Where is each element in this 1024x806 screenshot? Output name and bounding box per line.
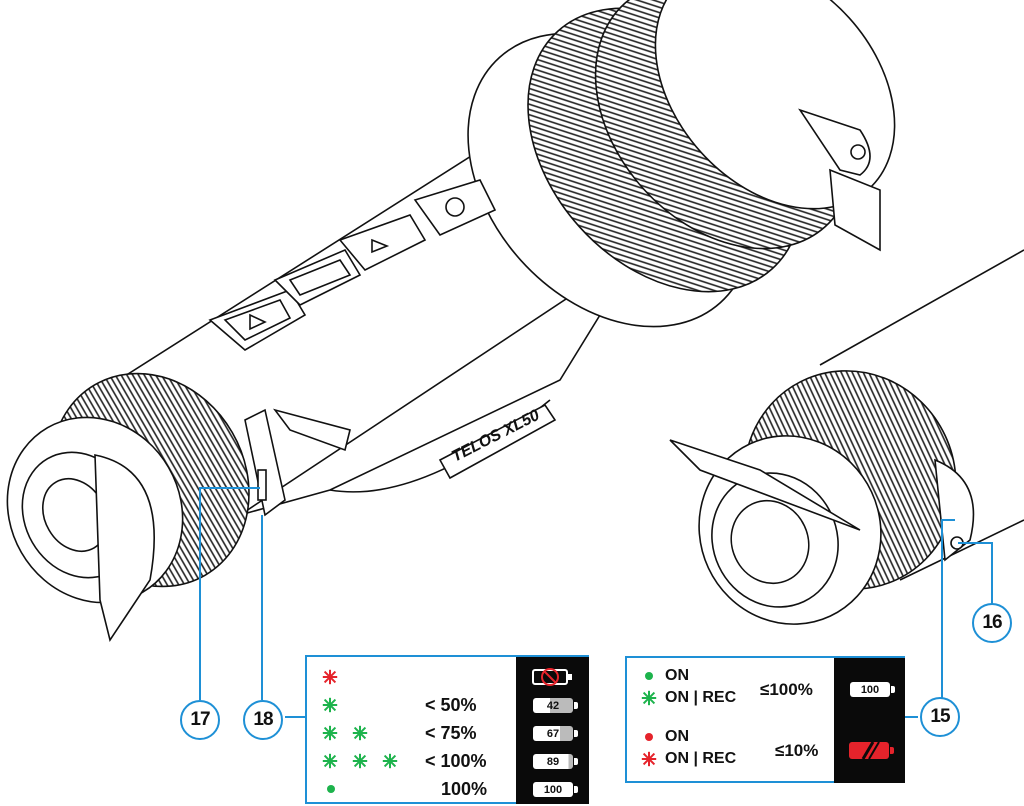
device-label: TELOS XL50: [449, 407, 542, 466]
on-rec-label: ON | REC: [665, 750, 737, 767]
green-blink-icon: [382, 753, 398, 769]
battery-empty-icon: [532, 668, 572, 686]
callout-17: 17: [180, 700, 220, 740]
battery-low-icon: [849, 742, 894, 759]
monocular-body: [93, 0, 896, 516]
green-blink-icon: [641, 690, 657, 706]
green-blink-icon: [322, 725, 338, 741]
led-indicator-table: ON ON | REC ≤100% 100 ON ON | REC ≤10%: [625, 656, 905, 783]
status-row: ON: [645, 667, 689, 685]
table-row: [321, 667, 339, 687]
table-row: [327, 777, 335, 801]
green-blink-icon: [322, 753, 338, 769]
battery-icon: 42: [533, 698, 578, 713]
red-blink-icon: [322, 669, 338, 685]
callout-18: 18: [243, 700, 283, 740]
table-row: [321, 693, 339, 717]
status-row: ON | REC: [640, 750, 736, 768]
eyepiece-closeup: [669, 249, 1024, 625]
red-dot-icon: [645, 733, 653, 741]
battery-icon: 89: [533, 754, 578, 769]
table-row: [321, 721, 369, 745]
charge-level-text: < 100%: [425, 751, 487, 771]
callout-16: 16: [972, 603, 1012, 643]
green-blink-icon: [322, 697, 338, 713]
on-label: ON: [665, 728, 689, 745]
status-row: ON | REC: [640, 689, 736, 707]
callout-15: 15: [920, 697, 960, 737]
green-dot-icon: [645, 672, 653, 680]
leader-lines: [199, 487, 993, 718]
charge-level-text: < 75%: [425, 723, 477, 743]
green-blink-icon: [352, 753, 368, 769]
battery-icon: 100: [533, 782, 578, 797]
green-dot-icon: [327, 785, 335, 793]
charge-level-low: ≤10%: [775, 741, 819, 760]
table-row: [321, 749, 399, 773]
top-buttons: [208, 179, 497, 351]
charge-level-text: < 50%: [425, 695, 477, 715]
green-blink-icon: [352, 725, 368, 741]
red-blink-icon: [641, 751, 657, 767]
charge-level-high: ≤100%: [760, 680, 813, 699]
battery-full-icon: 100: [850, 682, 895, 697]
battery-column: [834, 658, 905, 783]
on-rec-label: ON | REC: [665, 689, 737, 706]
battery-icon: 67: [533, 726, 578, 741]
charge-level-text: 100%: [441, 779, 488, 799]
charge-indicator-table: < 50% 42 < 75% 67 < 100% 89 100% 100: [305, 655, 589, 804]
on-label: ON: [665, 667, 689, 684]
status-row: ON: [645, 728, 689, 746]
